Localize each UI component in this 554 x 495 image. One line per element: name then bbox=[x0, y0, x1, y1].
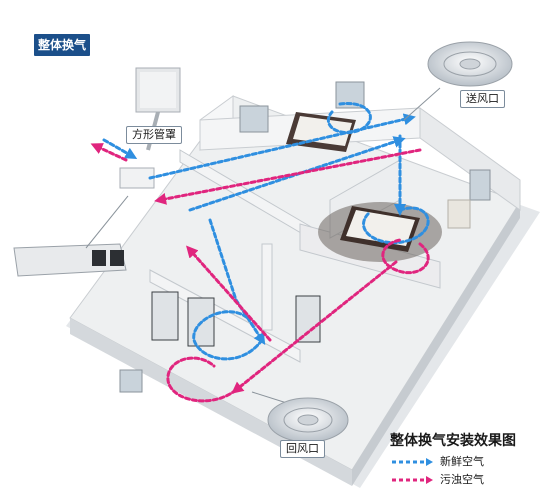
legend: 整体换气安装效果图 新鲜空气 污浊空气 bbox=[380, 430, 550, 492]
return-vent-inner bbox=[283, 407, 333, 433]
legend-row-exhaust: 污浊空气 bbox=[390, 472, 550, 488]
fresh-air-label: 新鲜空气 bbox=[440, 455, 484, 468]
exhaust-loop-living bbox=[166, 356, 238, 403]
exhaust-duct-return bbox=[231, 260, 398, 394]
return-vent-center bbox=[297, 414, 319, 426]
cabinet-right bbox=[447, 199, 471, 229]
return-vent-label: 回风口 bbox=[280, 440, 325, 458]
main-unit bbox=[13, 243, 127, 277]
fresh-duct-main bbox=[148, 113, 416, 180]
exhaust-loop-bedroom2 bbox=[381, 238, 430, 275]
supply-vent-center bbox=[459, 58, 481, 70]
main-unit-leader bbox=[85, 195, 129, 249]
main-unit-port-1 bbox=[92, 250, 106, 266]
window-front bbox=[119, 369, 143, 393]
exhaust-air-label: 污浊空气 bbox=[440, 473, 484, 486]
fresh-loop-bedroom2 bbox=[362, 206, 430, 245]
fresh-loop-living bbox=[192, 310, 264, 361]
title-badge: 整体换气 bbox=[34, 34, 90, 56]
fresh-loop-top bbox=[327, 102, 372, 135]
exhaust-air-swatch bbox=[392, 476, 433, 484]
supply-vent-inner bbox=[443, 51, 497, 77]
exhaust-duct-outdoor bbox=[90, 143, 128, 162]
back-wall-right bbox=[419, 107, 521, 211]
exhaust-duct-living bbox=[186, 245, 272, 342]
fresh-duct-outdoor bbox=[102, 138, 138, 159]
window-right bbox=[469, 169, 491, 201]
door-left-1 bbox=[151, 291, 179, 341]
supply-vent-label: 送风口 bbox=[460, 90, 505, 108]
fresh-air-swatch bbox=[392, 458, 433, 466]
legend-title: 整体换气安装效果图 bbox=[390, 433, 516, 449]
exhaust-duct-main bbox=[154, 148, 422, 205]
supply-vent-leader bbox=[403, 87, 441, 121]
legend-row-fresh: 新鲜空气 bbox=[390, 454, 550, 470]
square-duct-label: 方形管罩 bbox=[126, 126, 182, 144]
right-wall bbox=[352, 202, 520, 486]
main-unit-port-2 bbox=[110, 250, 124, 266]
window-top-left bbox=[239, 105, 269, 133]
bed-top-sheet bbox=[293, 116, 352, 146]
door-center bbox=[295, 295, 321, 343]
outdoor-unit-face bbox=[140, 72, 176, 108]
partition-2 bbox=[261, 243, 273, 331]
